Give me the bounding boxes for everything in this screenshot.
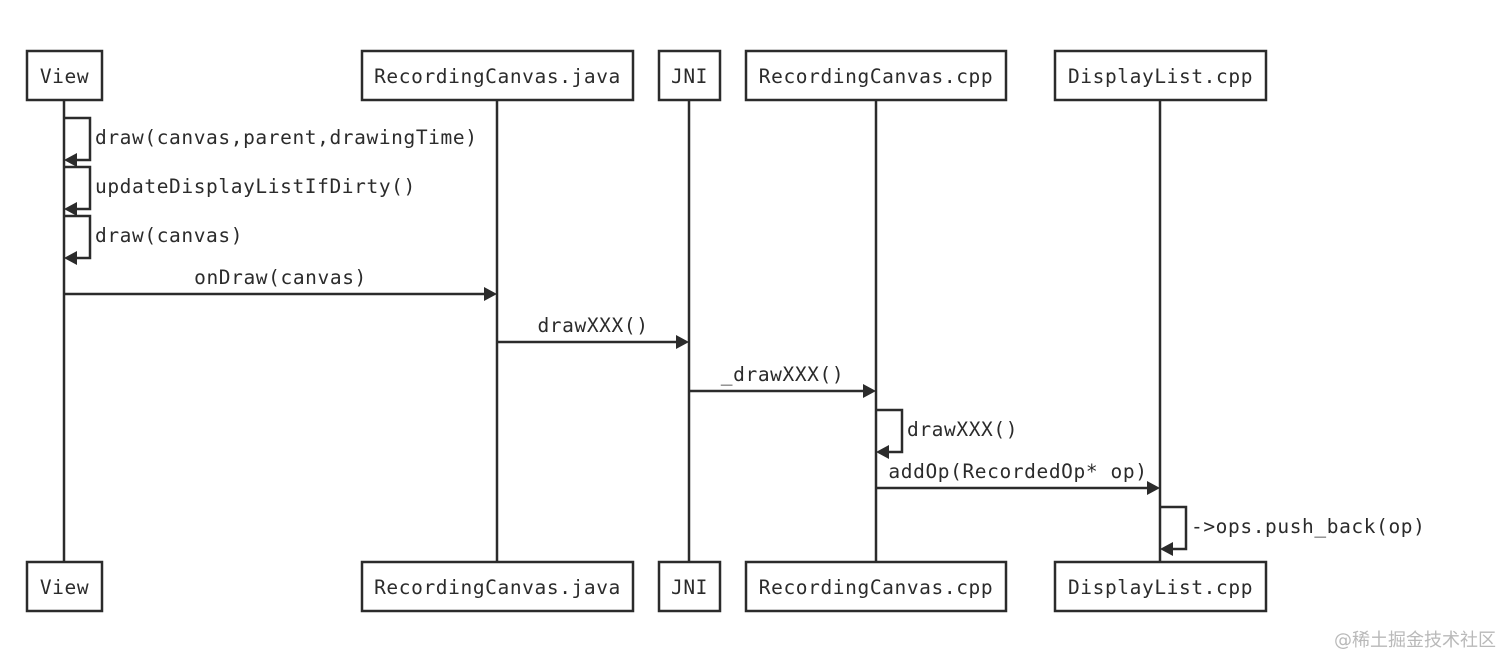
self-message-line [64,214,92,260]
participant-label-top: RecordingCanvas.java [374,65,621,88]
participant-label-bottom: JNI [671,576,708,599]
arrowhead-icon [863,384,876,398]
message-label: updateDisplayListIfDirty() [95,175,416,198]
message-label: _drawXXX() [721,363,844,386]
participant-label-bottom: View [40,576,89,599]
arrowhead-icon [876,445,889,459]
participant-label-top: DisplayList.cpp [1068,65,1253,88]
message-label: drawXXX() [537,314,648,337]
self-message-line [1160,505,1188,551]
message-label: draw(canvas,parent,drawingTime) [95,126,478,149]
participant-box-bottom [1053,560,1268,613]
participant-label-bottom: DisplayList.cpp [1068,576,1253,599]
participant-label-top: RecordingCanvas.cpp [759,65,993,88]
participant-label-bottom: RecordingCanvas.cpp [759,576,993,599]
participant-box-top [25,49,104,102]
participant-box-top [360,49,635,102]
participant-box-bottom [360,560,635,613]
message-label: draw(canvas) [95,224,243,247]
self-message-line [64,165,92,211]
participant-label-top: JNI [671,65,708,88]
participant-box-top [1053,49,1268,102]
participant-box-bottom [657,560,722,613]
watermark: @稀土掘金技术社区 [1334,630,1496,651]
arrowhead-icon [64,251,77,265]
arrowhead-icon [676,335,689,349]
arrowhead-icon [1147,481,1160,495]
participant-box-bottom [744,560,1008,613]
message-label: onDraw(canvas) [194,266,367,289]
arrowhead-icon [1160,542,1173,556]
arrowhead-icon [64,202,77,216]
message-label: ->ops.push_back(op) [1191,515,1425,538]
participant-label-bottom: RecordingCanvas.java [374,576,621,599]
participant-box-bottom [25,560,104,613]
self-message-line [876,408,904,454]
arrowhead-icon [484,287,497,301]
participant-label-top: View [40,65,89,88]
participant-box-top [657,49,722,102]
message-label: drawXXX() [907,418,1018,441]
message-label: addOp(RecordedOp* op) [888,460,1147,483]
self-message-line [64,116,92,162]
participant-box-top [744,49,1008,102]
arrowhead-icon [64,153,77,167]
